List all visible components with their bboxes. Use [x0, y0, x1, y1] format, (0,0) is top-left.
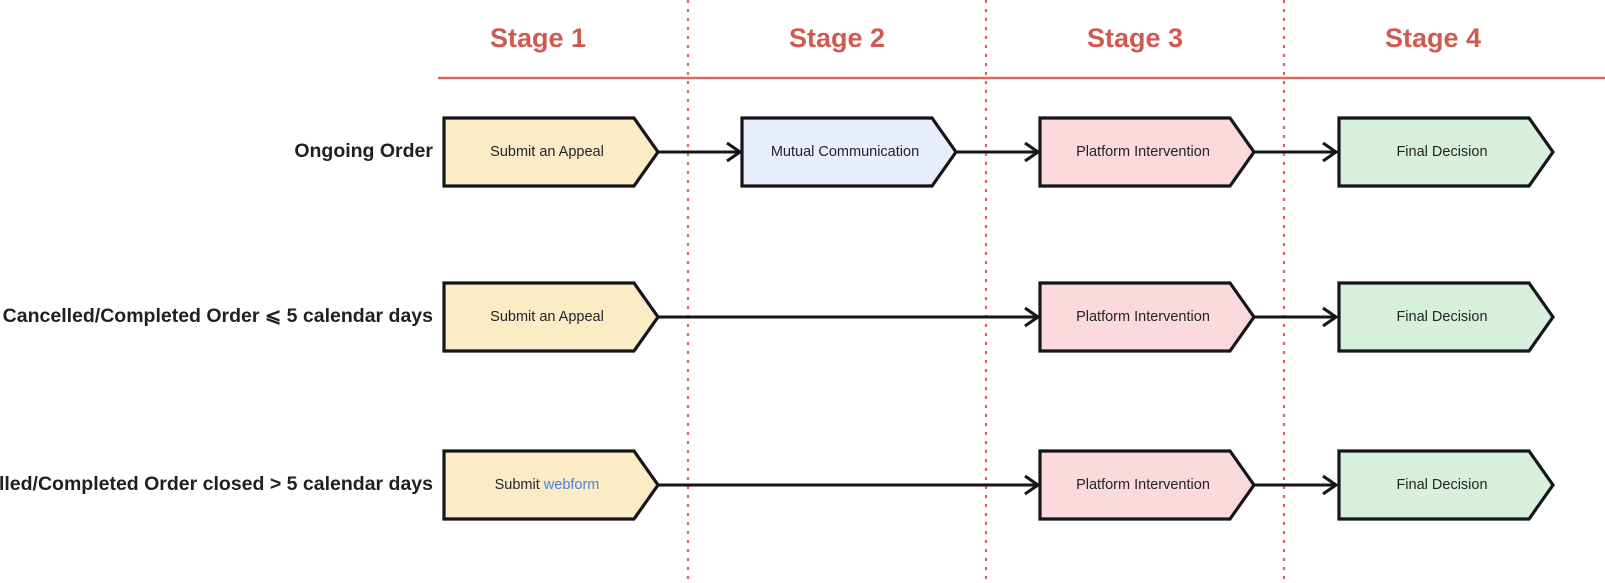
process-node-shape[interactable]	[1337, 281, 1555, 353]
stage-header-4: Stage 4	[1385, 23, 1481, 53]
flow-arrowhead	[1024, 474, 1041, 496]
flow-arrowhead	[1322, 141, 1339, 163]
stage-header-3: Stage 3	[1087, 23, 1183, 53]
process-node-label: Submit webform	[495, 477, 600, 493]
process-node-label: Submit an Appeal	[490, 144, 604, 160]
webform-link[interactable]: webform	[543, 477, 600, 493]
process-node-label: Mutual Communication	[771, 144, 919, 160]
process-row: Cancelled/Completed Order closed > 5 cal…	[0, 449, 1555, 521]
process-row: Ongoing Order Submit an Appeal Mutual Comm…	[294, 116, 1555, 188]
process-node-label: Platform Intervention	[1076, 309, 1210, 325]
process-row: Cancelled/Completed Order ⩽ 5 calendar d…	[3, 281, 1555, 353]
stage-header-2: Stage 2	[789, 23, 885, 53]
process-node-shape[interactable]	[1038, 449, 1256, 521]
process-node-label: Platform Intervention	[1076, 477, 1210, 493]
flow-arrowhead	[1322, 474, 1339, 496]
process-node-shape[interactable]	[1337, 449, 1555, 521]
flow-arrowhead	[726, 141, 743, 163]
process-node-label: Submit an Appeal	[490, 309, 604, 325]
stage-header-group: Stage 1 Stage 2 Stage 3 Stage 4	[490, 23, 1481, 53]
process-node-shape[interactable]	[442, 116, 660, 188]
row-label: Cancelled/Completed Order closed > 5 cal…	[0, 473, 433, 495]
process-node-label: Final Decision	[1396, 144, 1487, 160]
process-node-label: Final Decision	[1396, 309, 1487, 325]
node-label-text: Submit	[495, 477, 544, 493]
process-node-shape[interactable]	[1337, 116, 1555, 188]
process-node-shape[interactable]	[442, 281, 660, 353]
process-node-label: Final Decision	[1396, 477, 1487, 493]
process-node-label: Platform Intervention	[1076, 144, 1210, 160]
process-node-shape[interactable]	[1038, 281, 1256, 353]
process-node-shape[interactable]	[442, 449, 660, 521]
flow-arrowhead	[1322, 306, 1339, 328]
flow-arrowhead	[1024, 141, 1041, 163]
row-label: Ongoing Order	[294, 140, 433, 162]
process-node-shape[interactable]	[740, 116, 958, 188]
row-label: Cancelled/Completed Order ⩽ 5 calendar d…	[3, 305, 433, 327]
process-node-shape[interactable]	[1038, 116, 1256, 188]
stage-header-1: Stage 1	[490, 23, 586, 53]
flow-arrowhead	[1024, 306, 1041, 328]
